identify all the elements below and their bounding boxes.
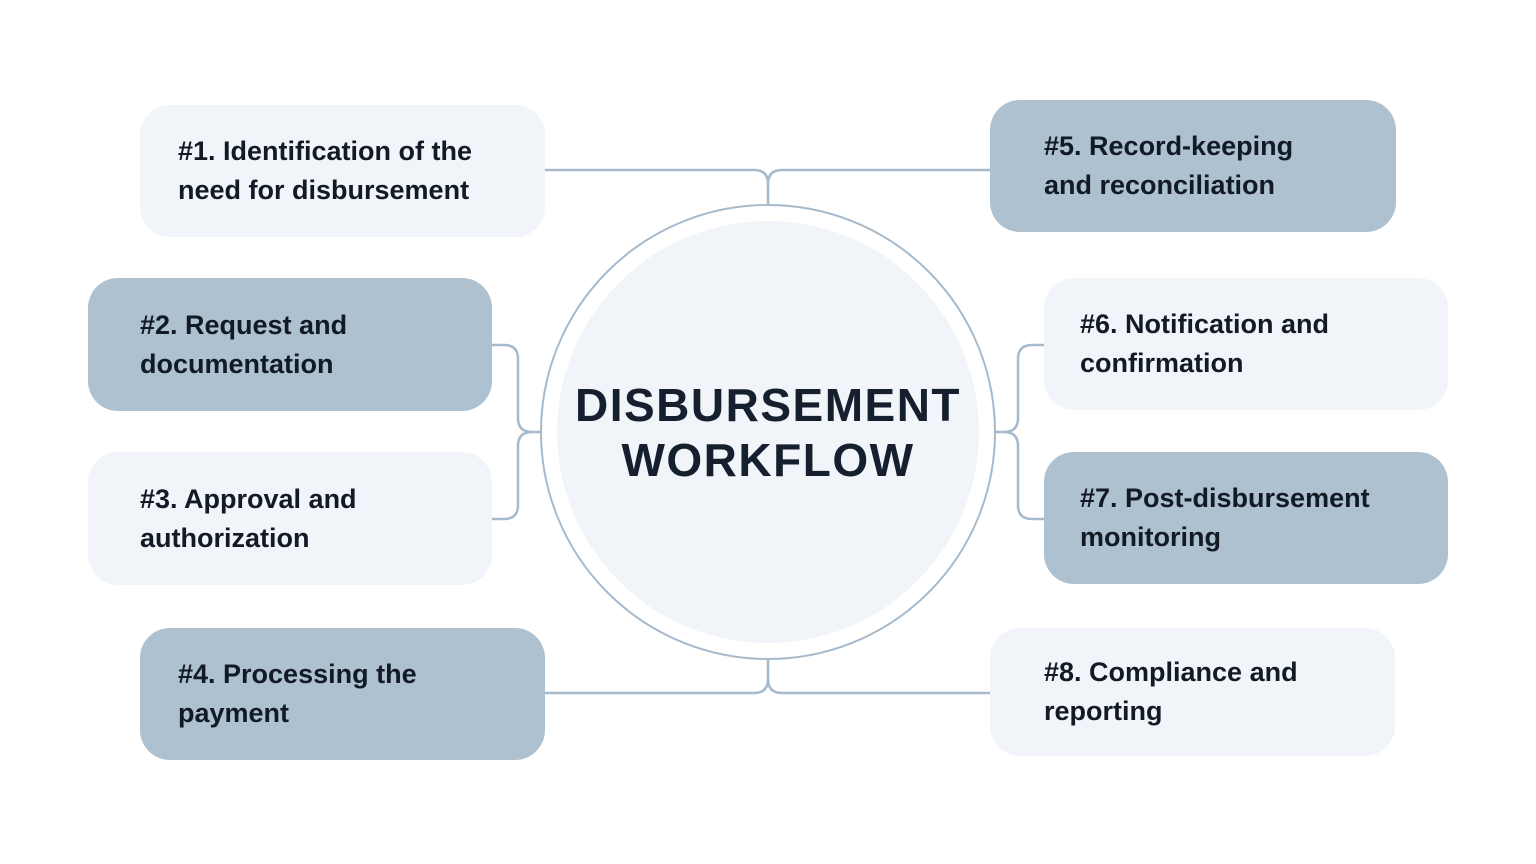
step-3-label-line-1: #3. Approval and xyxy=(140,483,357,514)
connector-right-lower xyxy=(1003,430,1044,521)
connector-left-lower xyxy=(492,430,533,521)
connector-right-upper xyxy=(995,343,1044,434)
workflow-step-6-box: #6. Notification and confirmation xyxy=(1044,278,1448,410)
center-circle-fill xyxy=(557,221,979,643)
workflow-step-5-box: #5. Record-keeping and reconciliation xyxy=(990,100,1396,232)
step-6-label-line-2: confirmation xyxy=(1080,348,1244,378)
step-5-label-line-2: and reconciliation xyxy=(1044,170,1276,200)
connector-bottom-left xyxy=(545,660,770,695)
connector-top-left xyxy=(545,168,770,205)
workflow-step-1-box: #1. Identification of the need for disbu… xyxy=(140,105,545,237)
center-circle-ring xyxy=(540,204,996,660)
connector-bottom-right xyxy=(766,678,991,695)
step-8-label-line-2: reporting xyxy=(1044,696,1163,726)
step-4-label-line-1: #4. Processing the xyxy=(178,659,417,689)
step-7-label-line-1: #7. Post-disbursement xyxy=(1080,483,1370,513)
step-5-label-line-1: #5. Record-keeping xyxy=(1044,131,1294,161)
step-2-label-line-2: documentation xyxy=(140,348,334,379)
workflow-step-3-box: #3. Approval and authorization xyxy=(88,452,492,585)
diagram-title-line-2: WORKFLOW xyxy=(621,434,915,486)
connector-left-upper xyxy=(492,343,541,434)
step-1-label-line-1: #1. Identification of the xyxy=(178,136,473,166)
step-6-label-line-1: #6. Notification and xyxy=(1080,309,1330,339)
workflow-step-2-box: #2. Request and documentation xyxy=(88,278,492,411)
diagram-title-line-1: DISBURSEMENT xyxy=(574,379,962,431)
step-4-label-line-2: payment xyxy=(178,698,290,728)
workflow-step-8-box: #8. Compliance and reporting xyxy=(990,628,1395,756)
step-3-label-line-2: authorization xyxy=(140,522,310,553)
step-7-label-line-2: monitoring xyxy=(1080,522,1221,552)
connector-top-right xyxy=(766,168,991,185)
step-8-label-line-1: #8. Compliance and xyxy=(1044,657,1298,687)
step-1-label-line-2: need for disbursement xyxy=(178,175,470,205)
step-2-label-line-1: #2. Request and xyxy=(140,309,348,340)
workflow-step-4-box: #4. Processing the payment xyxy=(140,628,545,760)
diagram-title: DISBURSEMENT WORKFLOW xyxy=(556,221,980,645)
workflow-step-7-box: #7. Post-disbursement monitoring xyxy=(1044,452,1448,584)
